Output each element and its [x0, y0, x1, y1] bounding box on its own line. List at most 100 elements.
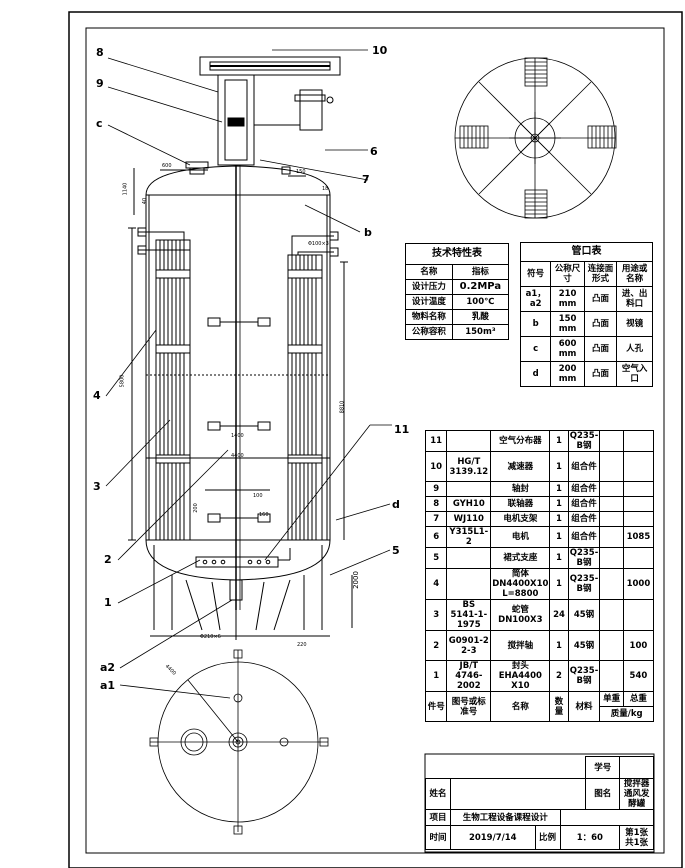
bom-header-mat: 材料: [567, 691, 601, 722]
tech-row-label: 物料名称: [405, 309, 453, 325]
bom-cell: [622, 547, 655, 569]
top-view: [454, 57, 617, 219]
nozzle-cell: c: [519, 336, 552, 362]
tech-header-name: 名称: [405, 264, 453, 280]
callout-2: 2: [104, 553, 112, 566]
bom-cell: 组合件: [567, 451, 601, 482]
bom-cell: 减速器: [490, 451, 551, 482]
callout-1: 1: [104, 596, 112, 609]
callout-11: 11: [394, 423, 410, 436]
bom-cell: 1: [549, 496, 569, 512]
dim-220: 220: [297, 642, 307, 648]
bom-cell: Q235-B钢: [567, 547, 601, 569]
bom-cell: [599, 511, 624, 527]
title-block-frame: [424, 753, 655, 853]
bom-cell: 1: [549, 568, 569, 600]
bom-cell: 空气分布器: [490, 430, 551, 452]
bom-cell: 1: [549, 430, 569, 452]
tb-scale: 1：60: [559, 825, 621, 850]
bom-cell: 100: [622, 630, 655, 661]
callout-7: 7: [362, 173, 370, 186]
bom-cell: [599, 526, 624, 548]
dim-100: 100: [253, 493, 263, 499]
bom-cell: 1: [424, 660, 448, 692]
nozzle-cell: 600 mm: [550, 336, 585, 362]
nozzle-header: 连接面形式: [583, 261, 618, 287]
bom-cell: 1085: [622, 526, 655, 548]
bottom-view: [149, 649, 329, 835]
callout-5: 5: [392, 544, 400, 557]
bom-cell: [446, 481, 492, 497]
bom-cell: 6: [424, 526, 448, 548]
bom-cell: 8: [424, 496, 448, 512]
callout-a2: a2: [100, 661, 116, 674]
nozzle-cell: 150 mm: [550, 311, 585, 337]
nozzle-cell: b: [519, 311, 552, 337]
callout-4: 4: [93, 389, 101, 402]
bom-cell: Q235-B钢: [567, 430, 601, 452]
bom-cell: 联轴器: [490, 496, 551, 512]
inner-border: [85, 27, 665, 854]
bom-cell: Y315L1-2: [446, 526, 492, 548]
bom-cell: 7: [424, 511, 448, 527]
bom-cell: G0901-2 2-3: [446, 630, 492, 661]
dim-1400: 1400: [231, 433, 244, 439]
bom-header-mass: 质量/kg: [599, 706, 654, 722]
bom-cell: JB/T 4746-2002: [446, 660, 492, 692]
dim-200: 200: [192, 503, 199, 513]
dim-4400: 4400: [231, 453, 244, 459]
bom-cell: 组合件: [567, 481, 601, 497]
nozzle-cell: 凸面: [583, 361, 618, 387]
bom-cell: [446, 547, 492, 569]
dim-18: 18: [322, 186, 329, 192]
tb-xiangmu-label: 项目: [425, 809, 451, 826]
bom-cell: [622, 430, 655, 452]
tech-header-value: 指标: [451, 264, 510, 280]
bom-header-no: 件号: [424, 691, 448, 722]
bom-cell: 10: [424, 451, 448, 482]
bom-cell: 组合件: [567, 526, 601, 548]
callout-c: c: [96, 117, 103, 130]
bom-cell: 2: [424, 630, 448, 661]
nozzle-cell: 视镜: [616, 311, 653, 337]
tech-row-value: 乳酸: [451, 309, 510, 325]
tech-row-label: 公称容积: [405, 324, 453, 340]
bom-cell: WJ110: [446, 511, 492, 527]
nozzle-header: 用途或名称: [616, 261, 653, 287]
bom-cell: [599, 430, 624, 452]
nozzle-cell: 进、出料口: [616, 286, 653, 312]
bom-header-std: 图号或标准号: [446, 691, 492, 722]
bom-cell: 5: [424, 547, 448, 569]
bom-cell: GYH10: [446, 496, 492, 512]
callout-9: 9: [96, 77, 104, 90]
bom-cell: 4: [424, 568, 448, 600]
dim-5800: 5800: [119, 374, 126, 388]
reducer-top: [199, 56, 341, 76]
nozzle-cell: 空气入口: [616, 361, 653, 387]
nozzle-cell: a1，a2: [519, 286, 552, 312]
bom-header-unit: 单重: [599, 691, 624, 707]
bom-cell: 3: [424, 599, 448, 631]
tech-row-value: 0.2MPa: [451, 279, 510, 295]
motor: [299, 89, 323, 131]
bom-cell: 裙式支座: [490, 547, 551, 569]
dim-100x3: Φ100×3: [308, 241, 329, 247]
bom-cell: [599, 660, 624, 692]
bom-cell: 1000: [622, 568, 655, 600]
bom-cell: 电机支架: [490, 511, 551, 527]
bom-cell: 搅拌轴: [490, 630, 551, 661]
bom-cell: 11: [424, 430, 448, 452]
dim-40: 40: [142, 197, 149, 205]
callout-a1: a1: [100, 679, 116, 692]
tech-row-label: 设计压力: [405, 279, 453, 295]
nozzle-title: 管口表: [520, 242, 653, 262]
